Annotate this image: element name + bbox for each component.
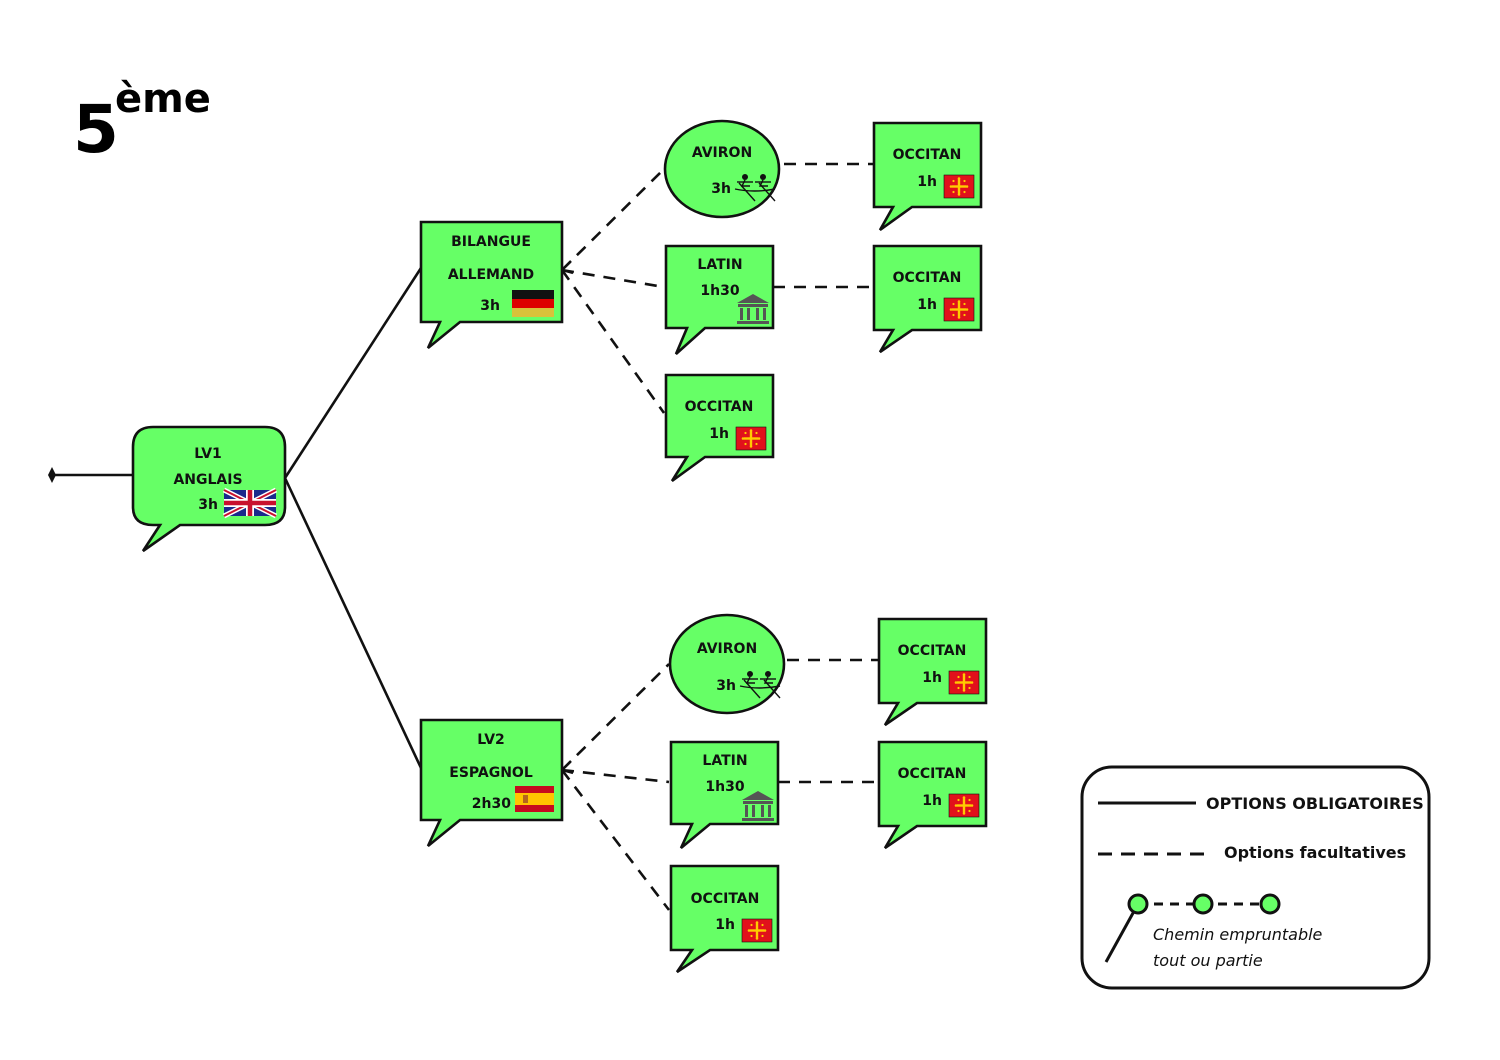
lv1-line2: ANGLAIS xyxy=(173,472,242,488)
occitan-bottom-aviron-label: OCCITAN xyxy=(898,643,967,659)
arrowheads xyxy=(559,260,574,775)
aviron-top-bubble xyxy=(663,119,781,219)
lv1-bubble xyxy=(131,425,287,553)
legend-path-dot xyxy=(1127,893,1149,915)
occitan-top-direct-hours: 1h xyxy=(709,426,729,442)
legend-mandatory-label: OPTIONS OBLIGATOIRES xyxy=(1206,794,1424,813)
lv2-bubble xyxy=(419,718,564,848)
occitan-bottom-aviron-hours: 1h xyxy=(922,670,942,686)
occitan-bottom-direct-node[interactable]: OCCITAN 1h xyxy=(669,864,780,974)
occitan-bottom-latin-node[interactable]: OCCITAN 1h xyxy=(877,740,988,850)
legend-frame xyxy=(1080,765,1431,990)
occitan-top-latin-hours: 1h xyxy=(917,297,937,313)
occitan-flag-icon xyxy=(942,173,976,200)
legend-path-stem xyxy=(1104,903,1140,963)
lv1-hours: 3h xyxy=(198,497,218,513)
occitan-bottom-direct-label: OCCITAN xyxy=(691,891,760,907)
lv1-line1: LV1 xyxy=(194,446,222,462)
occitan-top-aviron-hours: 1h xyxy=(917,174,937,190)
latin-bottom-bubble xyxy=(669,740,780,850)
occitan-flag-icon xyxy=(947,792,981,819)
occitan-top-direct-bubble xyxy=(664,373,775,483)
occitan-top-aviron-node[interactable]: OCCITAN 1h xyxy=(872,121,983,232)
aviron-bottom-bubble xyxy=(668,613,786,715)
connector-bilangue-occitan xyxy=(560,269,666,414)
occitan-bottom-direct-bubble xyxy=(669,864,780,974)
aviron-bottom-node[interactable]: AVIRON 3h xyxy=(668,613,786,715)
connector-lv2-aviron xyxy=(561,663,670,771)
occitan-bottom-latin-label: OCCITAN xyxy=(898,766,967,782)
latin-top-bubble xyxy=(664,244,775,355)
aviron-bottom-label: AVIRON xyxy=(697,641,757,657)
occitan-top-aviron-label: OCCITAN xyxy=(893,147,962,163)
occitan-top-direct-label: OCCITAN xyxy=(685,399,754,415)
occitan-bottom-direct-hours: 1h xyxy=(715,917,735,933)
legend-path-dot xyxy=(1259,893,1281,915)
occitan-flag-icon xyxy=(942,296,976,323)
optional-connectors xyxy=(560,162,878,911)
occitan-flag-icon xyxy=(947,669,981,696)
connector-bilangue-aviron xyxy=(561,168,665,271)
spanish-flag-icon xyxy=(515,786,554,812)
occitan-bottom-aviron-node[interactable]: OCCITAN 1h xyxy=(877,617,988,727)
entry-marker xyxy=(48,467,56,483)
bilangue-node[interactable]: BILANGUE ALLEMAND 3h xyxy=(419,220,564,350)
legend-path-label-1: Chemin empruntable xyxy=(1153,925,1323,944)
connector-lv1-bilangue xyxy=(283,267,423,479)
mandatory-connectors xyxy=(48,267,423,769)
occitan-bottom-latin-bubble xyxy=(877,740,988,850)
aviron-bottom-hours: 3h xyxy=(716,678,736,694)
occitan-top-direct-node[interactable]: OCCITAN 1h xyxy=(664,373,775,483)
legend-path-symbol xyxy=(1104,893,1281,963)
latin-bottom-label: LATIN xyxy=(702,753,747,769)
uk-flag-icon xyxy=(222,487,278,519)
latin-bottom-node[interactable]: LATIN 1h30 xyxy=(669,740,780,850)
latin-top-hours: 1h30 xyxy=(700,283,739,299)
legend-path-dot xyxy=(1192,893,1214,915)
legend: OPTIONS OBLIGATOIRES Options facultative… xyxy=(1080,765,1431,990)
occitan-top-aviron-bubble xyxy=(872,121,983,232)
occitan-top-latin-node[interactable]: OCCITAN 1h xyxy=(872,244,983,354)
latin-top-label: LATIN xyxy=(697,257,742,273)
aviron-top-label: AVIRON xyxy=(692,145,752,161)
latin-top-node[interactable]: LATIN 1h30 xyxy=(664,244,775,355)
lv2-hours: 2h30 xyxy=(472,796,511,812)
lv1-node[interactable]: LV1 ANGLAIS 3h xyxy=(131,425,287,553)
bilangue-hours: 3h xyxy=(480,298,500,314)
occitan-flag-icon xyxy=(734,425,768,452)
occitan-bottom-latin-hours: 1h xyxy=(922,793,942,809)
bilangue-line1: BILANGUE xyxy=(451,234,531,250)
aviron-top-hours: 3h xyxy=(711,181,731,197)
connector-lv1-lv2 xyxy=(283,477,423,769)
connector-lv2-occitan xyxy=(560,769,671,911)
lv2-line1: LV2 xyxy=(477,732,505,748)
lv2-node[interactable]: LV2 ESPAGNOL 2h30 xyxy=(419,718,564,848)
title-number: 5 xyxy=(73,91,119,168)
legend-path-label-2: tout ou partie xyxy=(1153,951,1263,970)
german-flag-icon xyxy=(512,290,554,317)
bilangue-line2: ALLEMAND xyxy=(448,267,534,283)
title-suffix: ème xyxy=(115,76,211,122)
lv2-line2: ESPAGNOL xyxy=(449,765,533,781)
legend-optional-label: Options facultatives xyxy=(1224,843,1406,862)
aviron-top-node[interactable]: AVIRON 3h xyxy=(663,119,781,219)
occitan-top-latin-bubble xyxy=(872,244,983,354)
connector-bilangue-latin xyxy=(561,268,665,289)
page-title: 5 ème xyxy=(73,76,211,168)
occitan-bottom-aviron-bubble xyxy=(877,617,988,727)
occitan-top-latin-label: OCCITAN xyxy=(893,270,962,286)
connector-lv2-latin xyxy=(561,768,670,784)
occitan-flag-icon xyxy=(740,917,774,944)
latin-bottom-hours: 1h30 xyxy=(705,779,744,795)
